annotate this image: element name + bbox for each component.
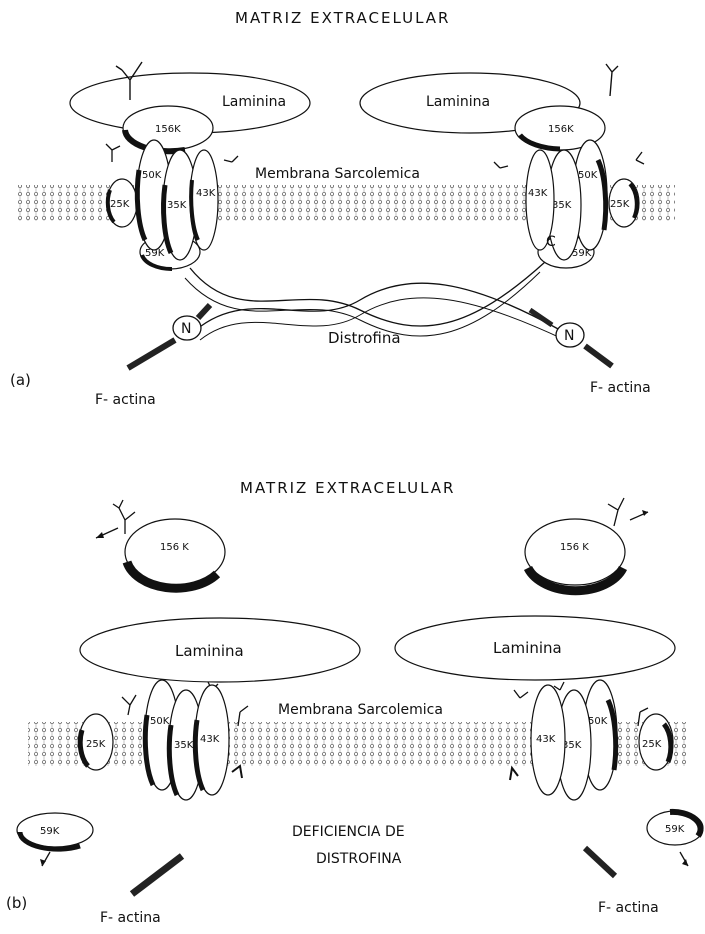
membrane-label-b: Membrana Sarcolemica <box>278 702 443 718</box>
label-43k: 43K <box>528 188 548 199</box>
panel-label-a: (a) <box>10 371 31 389</box>
actin-label-right-a: F- actina <box>590 380 651 396</box>
label-35k: 35K <box>552 200 572 211</box>
label-59k: 59K <box>665 824 685 835</box>
deficiency-label-line1: DEFICIENCIA DE <box>292 824 405 840</box>
label-156k: 156 K <box>160 542 189 553</box>
label-25k: 25K <box>610 199 630 210</box>
deficiency-label-line2: DISTROFINA <box>316 851 402 867</box>
left-complex-b: 25K 50K 35K 43K 59K <box>17 680 248 866</box>
label-25k: 25K <box>86 739 106 750</box>
actin-label-left-a: F- actina <box>95 392 156 408</box>
actin-filament-right-a <box>585 346 612 366</box>
label-43k: 43K <box>196 188 216 199</box>
label-156k: 156 K <box>560 542 589 553</box>
label-59k: 59K <box>40 826 60 837</box>
dystrophin-label: Distrofina <box>328 329 401 347</box>
label-25k: 25K <box>642 739 662 750</box>
label-50k: 50K <box>578 170 598 181</box>
label-43k: 43K <box>200 734 220 745</box>
laminin-right-label-b: Laminina <box>493 639 562 657</box>
label-35k: 35K <box>174 740 194 751</box>
n-label-right: N <box>564 328 574 344</box>
actin-filament-left-a <box>128 340 175 368</box>
laminin-right-label-a: Laminina <box>426 94 490 110</box>
actin-label-right-b: F- actina <box>598 900 659 916</box>
actin-filament-right-b <box>585 848 615 876</box>
extracellular-matrix-label-a: MATRIZ EXTRACELULAR <box>235 9 450 27</box>
panel-a: MATRIZ EXTRACELULAR Membrana Sarcolemica… <box>10 9 675 408</box>
label-50k: 50K <box>150 716 170 727</box>
right-complex-a: 156K 25K 59K 50K 35K 43K C <box>494 64 644 268</box>
label-50k: 50K <box>142 170 162 181</box>
glycan-chain <box>116 62 142 100</box>
detached-156k-left: 156 K <box>96 500 225 588</box>
label-43k: 43K <box>536 734 556 745</box>
left-complex-a: 156K 25K 59K 50K 35K 43K <box>106 62 238 269</box>
label-25k: 25K <box>110 199 130 210</box>
actin-label-left-b: F- actina <box>100 910 161 926</box>
label-156k: 156K <box>155 124 181 135</box>
panel-b: MATRIZ EXTRACELULAR 156 K 156 K Laminina… <box>6 479 703 926</box>
membrane-label-a: Membrana Sarcolemica <box>255 166 420 182</box>
extracellular-matrix-label-b: MATRIZ EXTRACELULAR <box>240 479 455 497</box>
n-label-left: N <box>181 321 191 337</box>
laminin-left-label-b: Laminina <box>175 642 244 660</box>
c-terminus-label: C <box>546 234 556 250</box>
detached-156k-right: 156 K <box>525 498 648 591</box>
right-complex-b: 25K 50K 35K 43K 59K <box>510 680 703 866</box>
label-35k: 35K <box>167 200 187 211</box>
actin-filament-left-b <box>132 856 182 894</box>
laminin-left-label-a: Laminina <box>222 94 286 110</box>
label-156k: 156K <box>548 124 574 135</box>
panel-label-b: (b) <box>6 894 27 912</box>
label-50k: 50K <box>588 716 608 727</box>
